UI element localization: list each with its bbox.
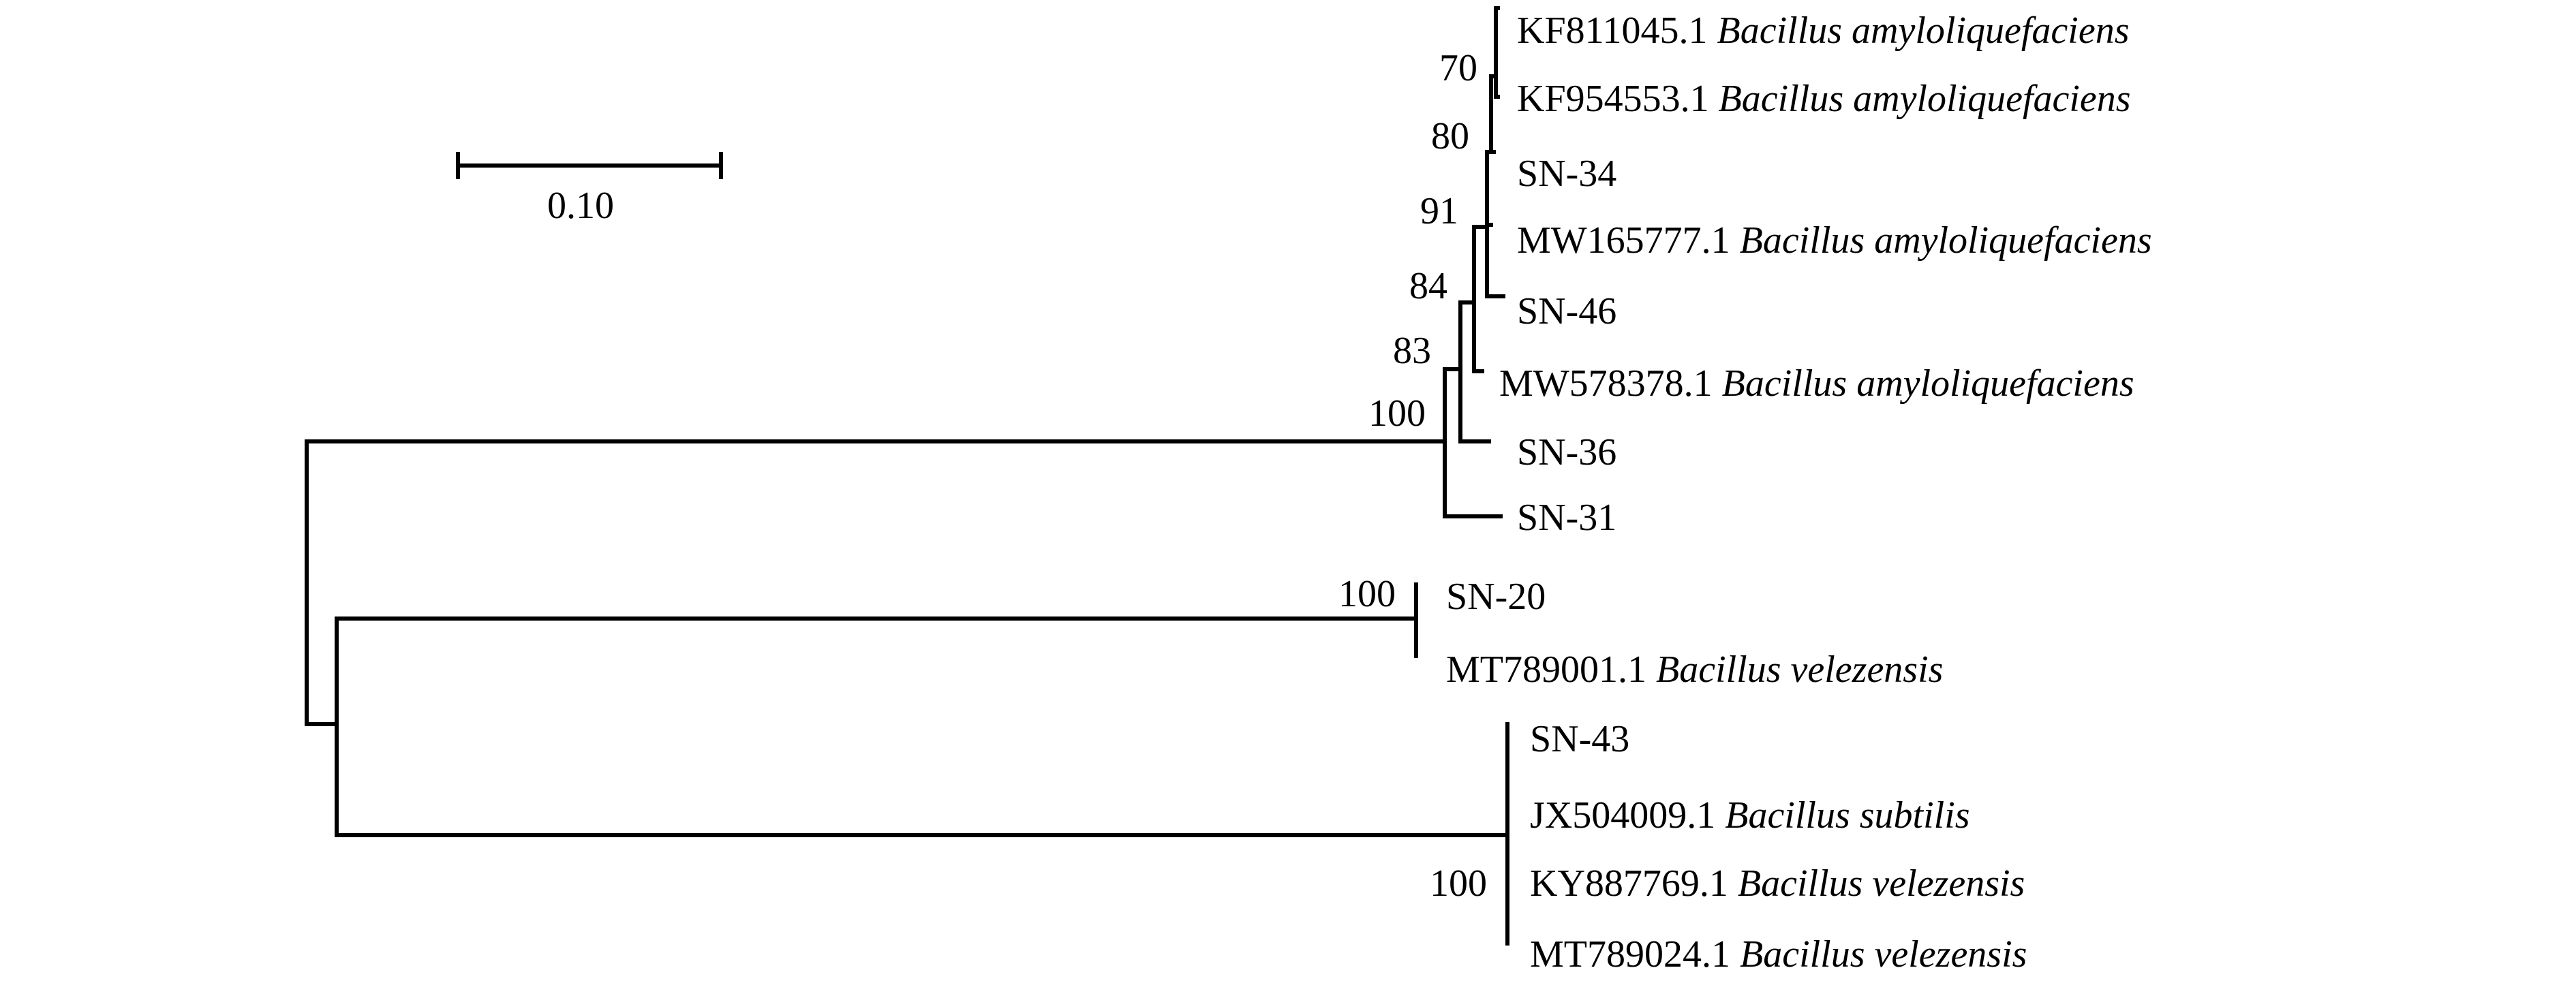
taxon-labels: KF811045.1 Bacillus amyloliquefaciens KF… xyxy=(1446,10,2152,976)
species-name: Bacillus velezensis xyxy=(1738,862,2025,905)
accession: MT789001.1 xyxy=(1446,649,1646,691)
accession: KY887769.1 xyxy=(1530,862,1728,905)
accession: SN-36 xyxy=(1517,431,1616,473)
taxon-label: SN-20 xyxy=(1446,576,1546,618)
bootstrap-value: 100 xyxy=(1368,392,1426,435)
species-name: Bacillus velezensis xyxy=(1740,933,2027,976)
species-name: Bacillus amyloliquefaciens xyxy=(1740,219,2152,262)
species-name: Bacillus velezensis xyxy=(1656,649,1943,691)
taxon-label: SN-43 xyxy=(1530,718,1629,760)
taxon-label: KY887769.1 Bacillus velezensis xyxy=(1530,862,2025,905)
taxon-label: MW165777.1 Bacillus amyloliquefaciens xyxy=(1517,219,2152,262)
accession: SN-31 xyxy=(1517,497,1616,539)
taxon-label: KF811045.1 Bacillus amyloliquefaciens xyxy=(1517,10,2130,52)
bootstrap-value: 84 xyxy=(1409,265,1447,307)
accession: SN-34 xyxy=(1517,153,1616,195)
accession: SN-20 xyxy=(1446,576,1546,618)
bootstrap-values: 70 80 91 84 83 100 100 100 xyxy=(1338,47,1487,905)
scale-bar: 0.10 xyxy=(456,152,723,227)
scale-bar-label: 0.10 xyxy=(547,185,614,227)
species-name: Bacillus amyloliquefaciens xyxy=(1717,10,2130,52)
accession: SN-46 xyxy=(1517,290,1616,332)
accession: MW165777.1 xyxy=(1517,219,1730,262)
bootstrap-value: 70 xyxy=(1439,47,1477,89)
accession: KF811045.1 xyxy=(1517,10,1708,52)
taxon-label: JX504009.1 Bacillus subtilis xyxy=(1530,794,1970,837)
bootstrap-value: 100 xyxy=(1338,573,1396,615)
bootstrap-value: 91 xyxy=(1420,190,1458,232)
bootstrap-value: 80 xyxy=(1431,115,1469,157)
accession: MW578378.1 xyxy=(1499,362,1713,405)
taxon-label: MW578378.1 Bacillus amyloliquefaciens xyxy=(1499,362,2134,405)
taxon-label: SN-46 xyxy=(1517,290,1616,332)
bootstrap-value: 100 xyxy=(1430,862,1487,905)
accession: MT789024.1 xyxy=(1530,933,1730,976)
tree-branches xyxy=(305,6,1509,946)
taxon-label: SN-34 xyxy=(1517,153,1616,195)
taxon-label: KF954553.1 Bacillus amyloliquefaciens xyxy=(1517,78,2131,120)
species-name: Bacillus amyloliquefaciens xyxy=(1719,78,2131,120)
bootstrap-value: 83 xyxy=(1393,330,1431,372)
accession: JX504009.1 xyxy=(1530,794,1715,837)
species-name: Bacillus subtilis xyxy=(1725,794,1969,837)
taxon-label: SN-36 xyxy=(1517,431,1616,473)
taxon-label: MT789024.1 Bacillus velezensis xyxy=(1530,933,2027,976)
species-name: Bacillus amyloliquefaciens xyxy=(1722,362,2134,405)
accession: SN-43 xyxy=(1530,718,1629,760)
taxon-label: MT789001.1 Bacillus velezensis xyxy=(1446,649,1943,691)
taxon-label: SN-31 xyxy=(1517,497,1616,539)
accession: KF954553.1 xyxy=(1517,78,1709,120)
